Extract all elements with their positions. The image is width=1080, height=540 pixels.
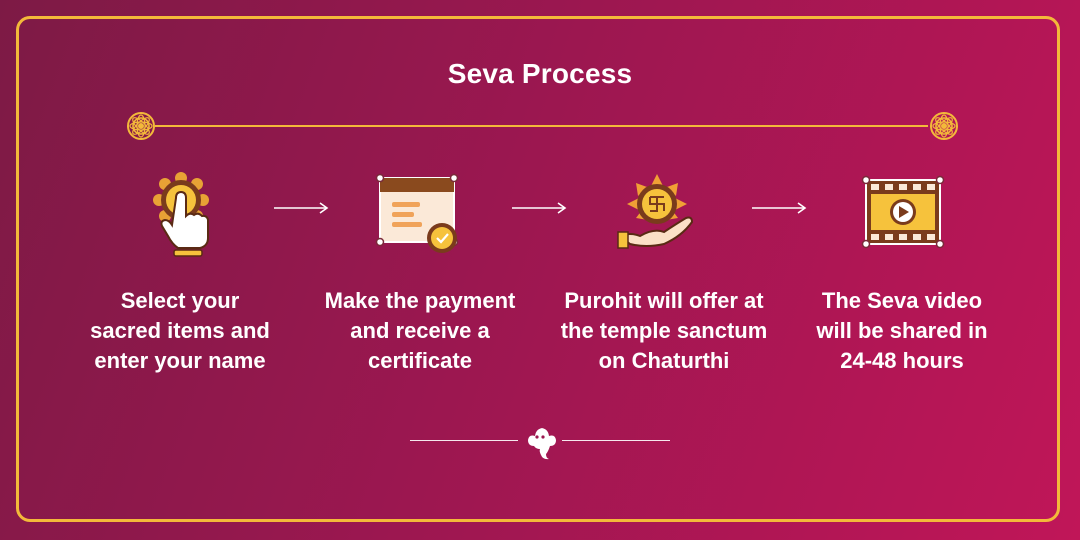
ganesha-icon	[528, 428, 556, 460]
step-1-line-3: enter your name	[94, 348, 266, 373]
hand-pointer-icon	[153, 172, 209, 257]
card-border	[16, 16, 1060, 522]
offering-hand-icon	[617, 174, 694, 249]
step-2-text: Make the payment and receive a certifica…	[300, 286, 540, 376]
mandala-icon	[127, 112, 155, 140]
step-1-text: Select your sacred items and enter your …	[60, 286, 300, 376]
step-2-line-2: and receive a	[350, 318, 490, 343]
step-4-line-2: will be shared in	[816, 318, 988, 343]
step-4-line-3: 24-48 hours	[840, 348, 964, 373]
step-1-line-1: Select your	[120, 288, 240, 313]
title-divider	[127, 112, 958, 140]
step-3-text: Purohit will offer at the temple sanctum…	[544, 286, 784, 376]
step-1-line-2: sacred items and	[90, 318, 270, 343]
mandala-icon	[930, 112, 958, 140]
step-3-line-2: the temple sanctum	[560, 318, 768, 343]
arrow-right-icon	[752, 202, 807, 214]
step-2-line-1: Make the payment	[324, 288, 516, 313]
video-play-icon	[861, 175, 945, 249]
step-4-line-1: The Seva video	[821, 288, 983, 313]
page-title: Seva Process	[447, 58, 633, 89]
step-4-text: The Seva video will be shared in 24-48 h…	[782, 286, 1022, 376]
step-3-line-3: on Chaturthi	[598, 348, 730, 373]
step-3-line-1: Purohit will offer at	[564, 288, 764, 313]
footer-divider-right	[562, 440, 670, 441]
footer-divider-left	[410, 440, 518, 441]
arrow-right-icon	[274, 202, 329, 214]
step-2-line-3: certificate	[368, 348, 472, 373]
arrow-right-icon	[512, 202, 567, 214]
certificate-icon	[375, 173, 459, 253]
